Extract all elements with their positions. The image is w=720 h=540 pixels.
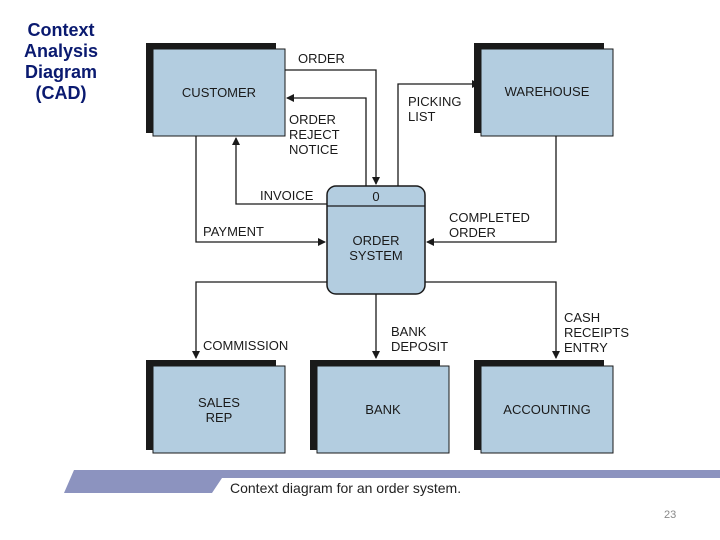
flow-order-label: ORDER: [298, 51, 345, 66]
flow-commission: COMMISSION: [192, 281, 327, 359]
flow-picking-list-label-1: PICKING: [408, 94, 461, 109]
flow-cash-receipts-label-2: RECEIPTS: [564, 325, 629, 340]
entity-warehouse-label: WAREHOUSE: [505, 84, 590, 99]
title-line-2: Analysis: [23, 41, 99, 61]
entity-bank-label: BANK: [365, 402, 401, 417]
title-line-4: (CAD): [35, 83, 87, 103]
process-order-system: 0 ORDER SYSTEM: [326, 185, 426, 295]
page-number: 23: [664, 509, 677, 521]
flow-invoice-label: INVOICE: [260, 188, 314, 203]
flow-order-reject-label-1: ORDER: [289, 112, 336, 127]
diagram-caption: Context diagram for an order system.: [230, 480, 462, 496]
flow-bank-deposit-label-1: BANK: [391, 324, 427, 339]
process-label-2: SYSTEM: [349, 248, 402, 263]
flow-order-reject-label-3: NOTICE: [289, 142, 338, 157]
flow-commission-label: COMMISSION: [203, 338, 288, 353]
flow-completed-order: COMPLETED ORDER: [426, 136, 557, 246]
title-line-1: Context: [27, 20, 95, 40]
entity-accounting: ACCOUNTING: [474, 360, 614, 454]
flow-bank-deposit: BANK DEPOSIT: [372, 294, 448, 359]
entity-warehouse: WAREHOUSE: [474, 43, 614, 137]
slide-title: Context Analysis Diagram (CAD): [6, 20, 116, 104]
flow-order-reject-notice: ORDER REJECT NOTICE: [286, 94, 367, 186]
entity-bank: BANK: [310, 360, 450, 454]
entity-customer: CUSTOMER: [146, 43, 286, 137]
entity-accounting-label: ACCOUNTING: [503, 402, 590, 417]
flow-cash-receipts-label-1: CASH: [564, 310, 600, 325]
entity-customer-label: CUSTOMER: [182, 85, 256, 100]
flow-cash-receipts-label-3: ENTRY: [564, 340, 608, 355]
entity-sales-rep-label-2: REP: [206, 410, 233, 425]
flow-invoice: INVOICE: [232, 137, 327, 205]
process-label-1: ORDER: [353, 233, 400, 248]
flow-completed-order-label-1: COMPLETED: [449, 210, 530, 225]
title-line-3: Diagram: [24, 62, 98, 82]
flow-completed-order-label-2: ORDER: [449, 225, 496, 240]
flow-bank-deposit-label-2: DEPOSIT: [391, 339, 448, 354]
flow-picking-list: PICKING LIST: [397, 80, 480, 186]
flow-payment: PAYMENT: [195, 136, 326, 246]
entity-sales-rep-label-1: SALES: [198, 395, 240, 410]
caption-banner: [64, 470, 720, 493]
flow-order-reject-label-2: REJECT: [289, 127, 340, 142]
process-number: 0: [372, 189, 379, 204]
flow-picking-list-label-2: LIST: [408, 109, 436, 124]
flow-payment-label: PAYMENT: [203, 224, 264, 239]
entity-sales-rep: SALES REP: [146, 360, 286, 454]
flow-cash-receipts-entry: CASH RECEIPTS ENTRY: [425, 281, 629, 359]
flow-order: ORDER: [285, 51, 380, 185]
